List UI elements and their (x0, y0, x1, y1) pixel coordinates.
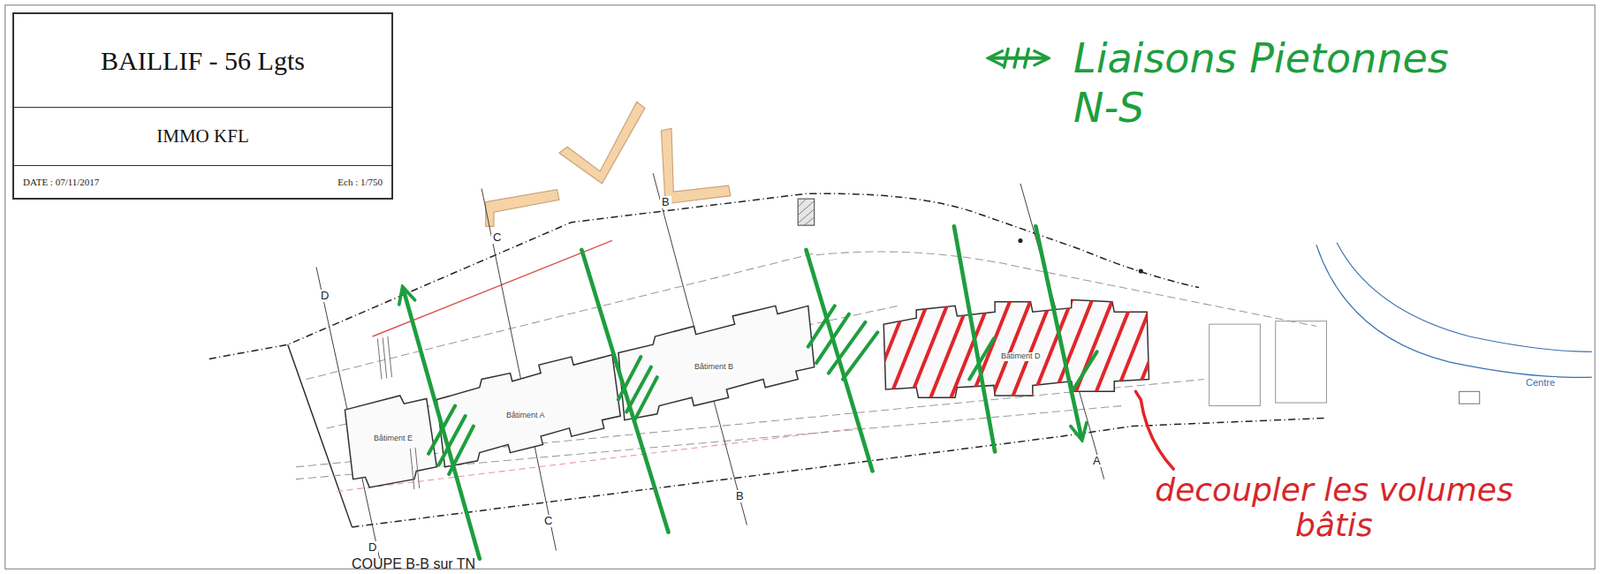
annotation-note: decoupler les volumes bâtis (1148, 472, 1520, 545)
project-title: BAILLIF - 56 Lgts (100, 45, 305, 76)
client-name: IMMO KFL (156, 125, 249, 148)
boundary-point (1138, 269, 1144, 274)
plot-boundary (288, 344, 353, 528)
title-row: BAILLIF - 56 Lgts (14, 14, 392, 107)
road-edge (1336, 242, 1593, 353)
green-hatching (428, 305, 1098, 474)
stair-hatch (377, 336, 419, 490)
pedestrian-link-arrow (402, 226, 1082, 559)
building-outline (436, 355, 621, 468)
neighbour-building (660, 128, 731, 204)
title-block: BAILLIF - 56 LgtsIMMO KFL DATE : 07/11/20… (12, 12, 394, 200)
red-hatching (867, 301, 1195, 403)
boundary-point (1017, 238, 1023, 243)
parking-area (1275, 321, 1328, 403)
section-letter: B (659, 196, 672, 209)
road-name: Centre (1524, 377, 1557, 388)
legend-arrow-hatch (1003, 48, 1029, 68)
building-name: Bâtiment B (693, 363, 735, 372)
section-letter: D (366, 541, 379, 554)
section-letter: C (542, 515, 554, 528)
info-row: DATE : 07/11/2017 Ech : 1/750 (14, 165, 392, 198)
section-title: COUPE B-B sur TN (351, 556, 476, 573)
date-text: DATE : 07/11/2017 (22, 176, 99, 188)
parking-area (1209, 324, 1261, 406)
building-outline (344, 395, 437, 488)
neighbour-building (559, 101, 645, 183)
neighbour-building (485, 189, 560, 228)
gate-symbol (797, 198, 814, 226)
road-edge (1316, 244, 1593, 378)
building-outline (618, 305, 815, 420)
legend-arrow-sample (989, 56, 1047, 61)
building-name: Bâtiment D (1000, 352, 1042, 362)
section-letter: B (734, 490, 746, 503)
alignment-line (372, 240, 613, 337)
scale-text: Ech : 1/750 (337, 176, 383, 188)
section-letter: D (318, 289, 331, 303)
gate-hatch (797, 198, 814, 226)
building-name: Bâtiment A (505, 411, 546, 421)
building-name: Bâtiment E (372, 434, 414, 444)
red-leader (1135, 391, 1174, 470)
small-structure (1459, 391, 1480, 404)
page-frame (5, 5, 1595, 569)
client-row: IMMO KFL (14, 106, 392, 166)
section-letter: A (1091, 454, 1103, 468)
legend-text: Liaisons Pietonnes N-S (1073, 33, 1454, 133)
section-letter: C (491, 231, 503, 244)
